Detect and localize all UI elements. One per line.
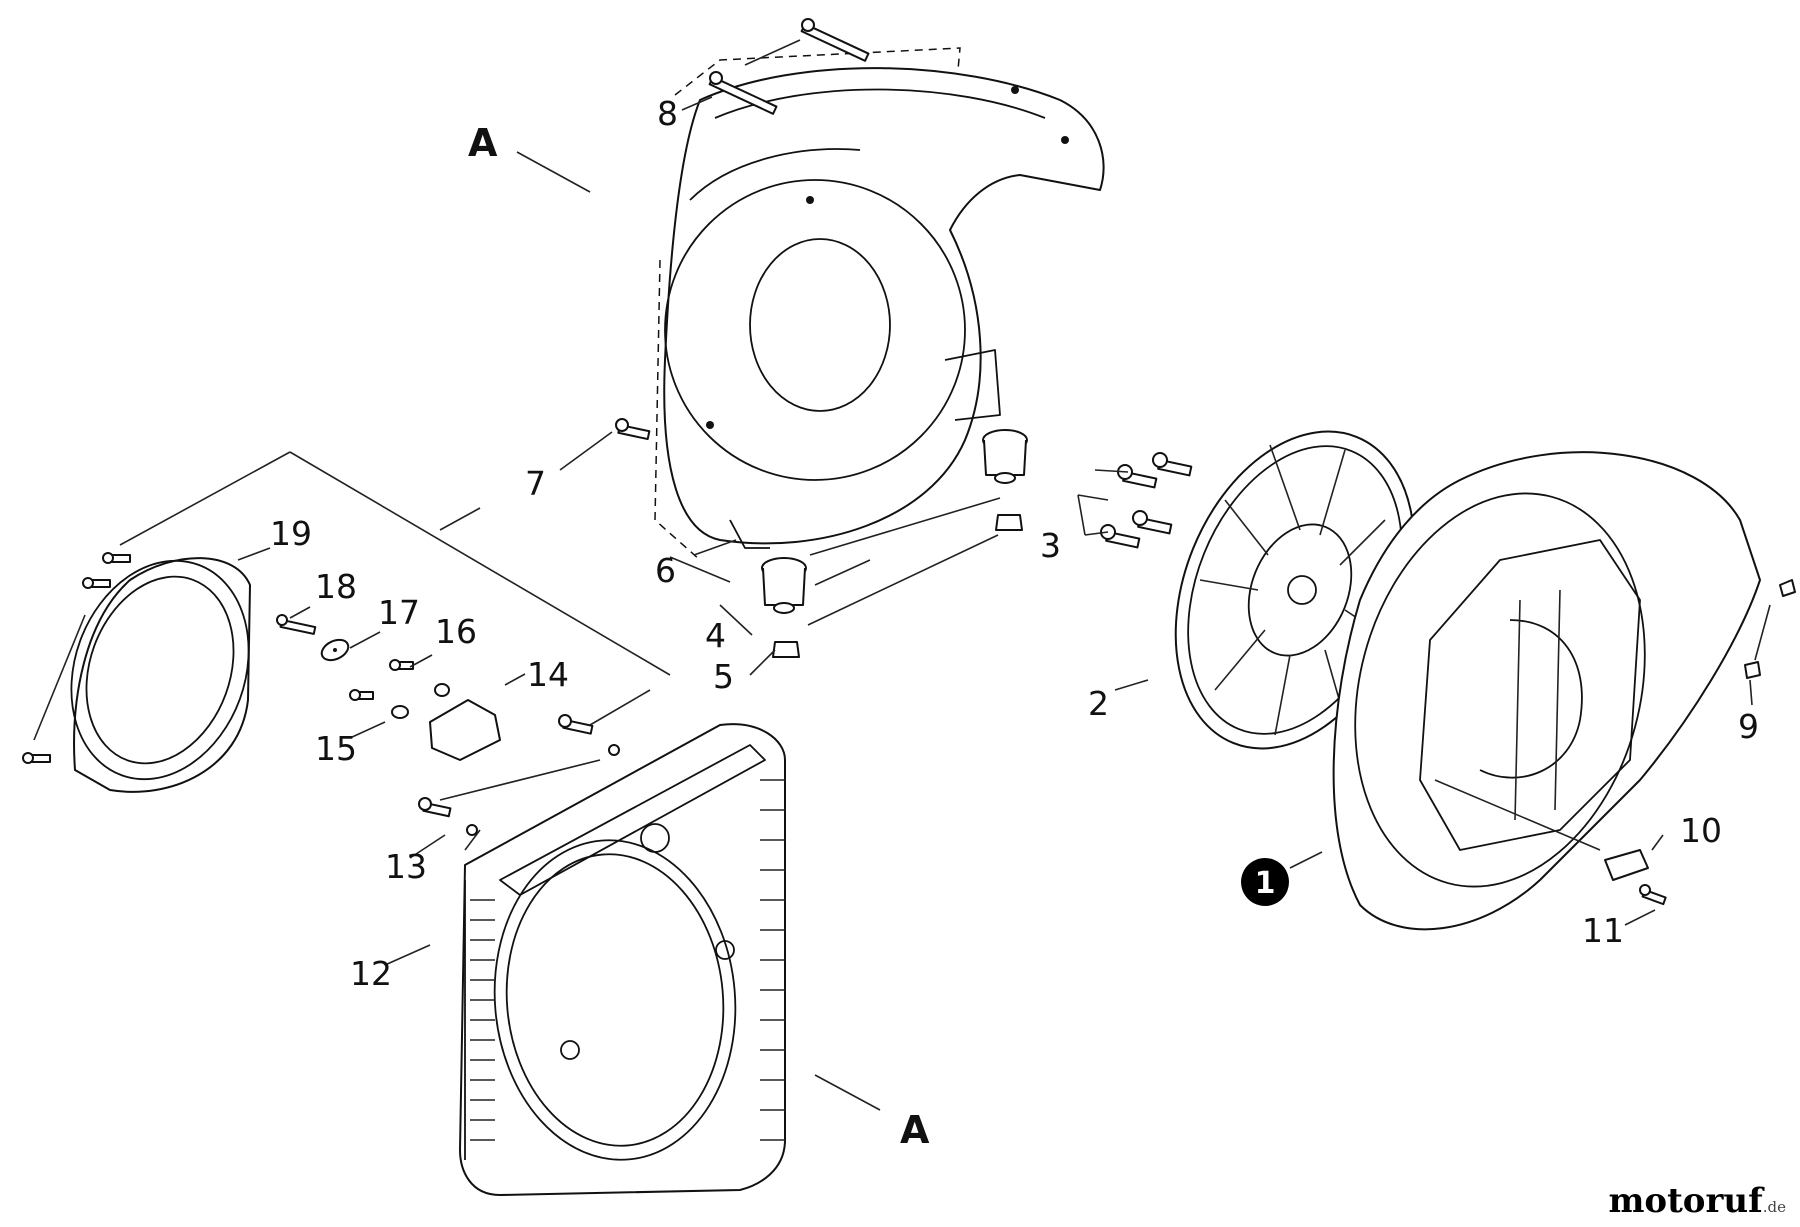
screw-13b: [418, 797, 452, 818]
part-label-5: 5: [713, 657, 734, 696]
screw-19a: [102, 552, 131, 564]
cylinder-cover: [459, 723, 786, 1196]
screw-3b: [1117, 464, 1158, 489]
washer-16: [434, 683, 450, 697]
screw-13a: [558, 714, 594, 735]
screw-7: [615, 418, 651, 441]
starter-cover-ring: [70, 557, 251, 793]
screw-8b: [708, 71, 778, 115]
washer-13a: [608, 744, 620, 756]
screw-8a: [800, 18, 870, 62]
washer-17: [320, 638, 350, 662]
screw-3c: [1132, 510, 1173, 535]
part-label-6: 6: [655, 551, 676, 590]
screw-16: [389, 659, 414, 671]
mount-14: [429, 699, 501, 761]
grommet-4a: [982, 429, 1028, 484]
part-label-11: 11: [1582, 911, 1624, 950]
part-label-19: 19: [270, 514, 312, 553]
fan-housing: [1332, 451, 1761, 931]
nut-9b: [1744, 661, 1761, 679]
part-label-14: 14: [527, 655, 569, 694]
part-label-10: 10: [1680, 811, 1722, 850]
screw-19c: [22, 752, 51, 764]
section-marker-top: A: [468, 121, 498, 165]
part-label-12: 12: [350, 954, 392, 993]
cooling-fins: [470, 779, 785, 1141]
part-label-7: 7: [525, 464, 546, 503]
watermark-brand: motoruf: [1608, 1181, 1763, 1221]
part-label-16: 16: [435, 612, 477, 651]
nut-9a: [1779, 579, 1796, 597]
bracket-10: [1604, 849, 1649, 881]
callout-badge-1: 1: [1241, 858, 1289, 906]
small-fasteners: [22, 18, 1796, 906]
part-label-8: 8: [657, 94, 678, 133]
leader-lines: [33, 39, 1771, 1111]
washer-15: [391, 705, 409, 719]
screw-15: [349, 689, 374, 701]
part-label-3: 3: [1040, 526, 1061, 565]
screw-19b: [82, 577, 111, 589]
watermark-suffix: .de: [1762, 1198, 1786, 1216]
grommet-4b: [761, 557, 807, 614]
screw-11: [1639, 884, 1667, 906]
washer-13b: [466, 824, 478, 836]
part-label-18: 18: [315, 567, 357, 606]
screw-18: [276, 614, 317, 635]
blower-housing-cover: [654, 47, 1105, 561]
part-label-13: 13: [385, 847, 427, 886]
part-label-2: 2: [1088, 684, 1109, 723]
screw-3a: [1152, 452, 1193, 477]
part-label-15: 15: [315, 729, 357, 768]
part-label-4: 4: [705, 616, 726, 655]
part-label-9: 9: [1738, 707, 1759, 746]
part-label-17: 17: [378, 593, 420, 632]
section-marker-bottom: A: [900, 1108, 930, 1152]
nut-5b: [772, 641, 800, 658]
screw-3d: [1100, 524, 1141, 549]
callout-badge-label: 1: [1255, 866, 1276, 901]
watermark-logo: motoruf.de: [1608, 1181, 1786, 1221]
nut-5a: [995, 514, 1023, 531]
